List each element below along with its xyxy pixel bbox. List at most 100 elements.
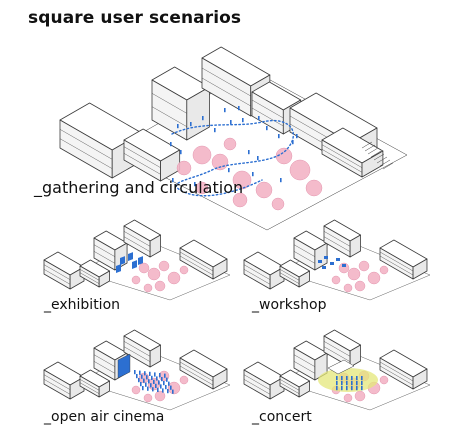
window-band bbox=[279, 272, 300, 284]
window-band bbox=[323, 346, 351, 362]
window-band bbox=[379, 365, 414, 386]
window-band bbox=[201, 67, 251, 97]
window-band bbox=[59, 129, 113, 160]
workshop-axonometric bbox=[243, 219, 431, 301]
window-band bbox=[251, 107, 284, 127]
tree-canopy bbox=[354, 390, 366, 402]
person-figure bbox=[351, 381, 353, 386]
person-figure bbox=[143, 378, 145, 383]
tree-canopy bbox=[167, 381, 181, 395]
window-band bbox=[123, 146, 161, 168]
building-left-block bbox=[243, 361, 285, 400]
window-band bbox=[379, 361, 414, 382]
side-face bbox=[349, 344, 361, 368]
window-band bbox=[279, 382, 300, 394]
tree-canopy bbox=[195, 181, 209, 195]
person-figure bbox=[156, 376, 158, 381]
person-figure bbox=[153, 379, 155, 384]
tree-canopy bbox=[138, 262, 150, 274]
person-figure bbox=[230, 120, 232, 125]
window-band bbox=[179, 251, 214, 272]
stair-step bbox=[361, 141, 373, 149]
window-band bbox=[321, 144, 363, 168]
person-figure bbox=[134, 370, 136, 375]
person-figure bbox=[159, 373, 161, 378]
exhibition-panel bbox=[138, 256, 143, 265]
person-figure bbox=[151, 375, 153, 380]
person-figure bbox=[168, 381, 170, 386]
person-figure bbox=[341, 386, 343, 391]
person-figure bbox=[242, 118, 244, 123]
person-figure bbox=[170, 142, 172, 147]
tree-canopy bbox=[223, 137, 237, 151]
person-figure bbox=[346, 381, 348, 386]
person-figure bbox=[194, 182, 196, 187]
stair-step bbox=[382, 162, 394, 170]
tree-canopy bbox=[158, 260, 170, 272]
side-face bbox=[298, 270, 310, 288]
side-face bbox=[149, 234, 161, 258]
tree-canopy bbox=[131, 385, 141, 395]
window-band bbox=[243, 379, 271, 395]
window-band bbox=[123, 153, 161, 175]
window-band bbox=[379, 255, 414, 276]
window-band bbox=[279, 379, 300, 391]
person-figure bbox=[278, 134, 280, 139]
person-figure bbox=[351, 386, 353, 391]
window-band bbox=[323, 236, 351, 252]
person-figure bbox=[190, 122, 192, 127]
person-figure bbox=[356, 376, 358, 381]
person-figure bbox=[160, 384, 162, 389]
stair-step bbox=[376, 156, 388, 164]
concert-stage bbox=[327, 359, 355, 375]
person-figure bbox=[155, 383, 157, 388]
gathering-circulation-axonometric bbox=[59, 46, 408, 231]
tree-canopy bbox=[232, 170, 252, 190]
building-center-tower bbox=[293, 230, 328, 271]
tree-canopy bbox=[143, 283, 153, 293]
window-band bbox=[293, 354, 315, 367]
building-left-block bbox=[43, 361, 85, 400]
side-face bbox=[149, 344, 161, 368]
person-figure bbox=[145, 382, 147, 387]
building-top-slab bbox=[123, 329, 161, 368]
person-figure bbox=[152, 387, 154, 392]
window-band bbox=[79, 272, 100, 284]
person-figure bbox=[336, 381, 338, 386]
person-figure bbox=[147, 386, 149, 391]
person-figure bbox=[336, 376, 338, 381]
tree-canopy bbox=[271, 197, 285, 211]
window-band bbox=[243, 269, 271, 285]
caption-gathering-circulation: _gathering and circulation bbox=[34, 178, 244, 197]
window-band bbox=[43, 264, 71, 280]
person-figure bbox=[346, 376, 348, 381]
person-figure bbox=[144, 371, 146, 376]
window-band bbox=[201, 77, 251, 107]
person-figure bbox=[336, 386, 338, 391]
person-figure bbox=[228, 168, 230, 173]
tree-canopy bbox=[289, 159, 311, 181]
window-band bbox=[293, 244, 315, 257]
concert-axonometric bbox=[243, 329, 431, 411]
tree-canopy bbox=[167, 271, 181, 285]
window-band bbox=[323, 341, 351, 357]
person-figure bbox=[157, 387, 159, 392]
tree-canopy bbox=[347, 267, 361, 281]
exhibition-panel bbox=[128, 252, 133, 261]
window-band bbox=[123, 236, 151, 252]
stair-step bbox=[364, 144, 376, 152]
building-center-tower bbox=[151, 66, 210, 141]
tree-canopy bbox=[331, 275, 341, 285]
person-figure bbox=[136, 374, 138, 379]
person-figure bbox=[150, 383, 152, 388]
building-center-tower bbox=[93, 230, 128, 271]
tree-canopy bbox=[147, 267, 161, 281]
person-figure bbox=[280, 178, 282, 183]
window-band bbox=[123, 231, 151, 247]
building-lower-left bbox=[79, 259, 110, 288]
window-band bbox=[43, 379, 71, 395]
tree-canopy bbox=[354, 280, 366, 292]
person-figure bbox=[180, 150, 182, 155]
person-figure bbox=[346, 386, 348, 391]
